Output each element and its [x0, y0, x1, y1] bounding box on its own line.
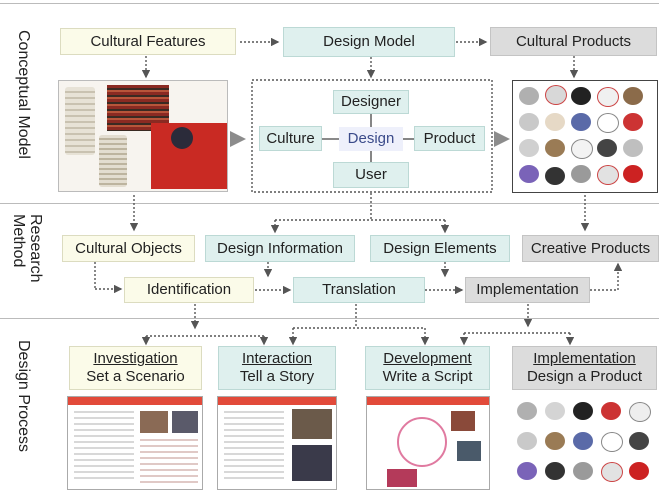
cultural-products-image [512, 80, 658, 193]
product-thumb [597, 113, 619, 133]
translation-box: Translation [293, 277, 425, 303]
cultural-objects-box: Cultural Objects [62, 235, 195, 262]
implementation-process-box: Implementation Design a Product [512, 346, 657, 390]
identification-box: Identification [124, 277, 254, 303]
product-thumb [519, 113, 539, 131]
product-thumb [517, 402, 537, 420]
product-thumb [571, 165, 591, 183]
product-thumb [517, 432, 537, 450]
product-thumb [571, 139, 593, 159]
development-subtitle: Write a Script [382, 368, 473, 385]
doc-photo [457, 441, 481, 461]
design-model-box: Design Model [283, 27, 455, 57]
product-thumb [623, 87, 643, 105]
development-document-image [366, 396, 490, 490]
doc-header-bar [218, 397, 336, 405]
product-thumb [545, 432, 565, 450]
doc-photo [451, 411, 475, 431]
cultural-products-box: Cultural Products [490, 27, 657, 56]
product-thumb [623, 165, 643, 183]
product-thumb [623, 139, 643, 157]
woven-vest-image [65, 87, 95, 155]
doc-photo [292, 445, 332, 481]
doc-text-lines [74, 411, 134, 481]
implementation-products-image [511, 396, 657, 490]
design-center-box: Design [339, 127, 403, 151]
doc-text-lines [140, 439, 198, 483]
doc-photo [292, 409, 332, 439]
product-thumb [519, 87, 539, 105]
product-thumb [629, 402, 651, 422]
designer-box: Designer [333, 90, 409, 114]
vest-detail-image [99, 135, 127, 187]
product-thumb [597, 87, 619, 107]
development-box: Development Write a Script [365, 346, 490, 390]
product-thumb [597, 139, 617, 157]
product-box: Product [414, 126, 485, 151]
interaction-subtitle: Tell a Story [239, 368, 315, 385]
doc-header-bar [367, 397, 489, 405]
interaction-title: Interaction [241, 350, 313, 367]
product-thumb [571, 87, 591, 105]
product-thumb [573, 432, 593, 450]
product-thumb [545, 167, 565, 185]
product-thumb [601, 462, 623, 482]
product-thumb [629, 432, 649, 450]
product-thumb [519, 139, 539, 157]
product-thumb [623, 113, 643, 131]
divider-top [0, 3, 659, 4]
garment-figure-image [171, 127, 193, 149]
product-thumb [571, 113, 591, 131]
creative-products-box: Creative Products [522, 235, 659, 262]
interaction-document-image [217, 396, 337, 490]
doc-photo [140, 411, 168, 433]
implementation-process-title: Implementation [533, 350, 636, 367]
implementation-box: Implementation [465, 277, 590, 303]
product-thumb [573, 462, 593, 480]
product-thumb [601, 432, 623, 452]
doc-diagram-circle [397, 417, 447, 467]
product-thumb [597, 165, 619, 185]
design-information-box: Design Information [205, 235, 355, 262]
divider-research-process [0, 318, 659, 319]
culture-box: Culture [259, 126, 322, 151]
product-thumb [545, 462, 565, 480]
investigation-box: Investigation Set a Scenario [69, 346, 202, 390]
investigation-subtitle: Set a Scenario [86, 368, 185, 385]
product-thumb [545, 139, 565, 157]
doc-text-lines [224, 411, 284, 483]
divider-conceptual-research [0, 203, 659, 204]
doc-header-bar [68, 397, 202, 405]
user-box: User [333, 162, 409, 188]
doc-photo [387, 469, 417, 487]
product-thumb [545, 85, 567, 105]
implementation-process-subtitle: Design a Product [526, 368, 643, 385]
investigation-document-image [67, 396, 203, 490]
doc-photo [172, 411, 198, 433]
product-thumb [601, 402, 621, 420]
development-title: Development [383, 350, 472, 367]
product-thumb [545, 402, 565, 420]
design-elements-box: Design Elements [370, 235, 510, 262]
product-thumb [629, 462, 649, 480]
product-thumb [519, 165, 539, 183]
interaction-box: Interaction Tell a Story [218, 346, 336, 390]
cultural-features-image [58, 80, 228, 192]
cultural-features-box: Cultural Features [60, 28, 236, 55]
product-thumb [517, 462, 537, 480]
product-thumb [545, 113, 565, 131]
product-thumb [573, 402, 593, 420]
investigation-title: Investigation [93, 350, 178, 367]
